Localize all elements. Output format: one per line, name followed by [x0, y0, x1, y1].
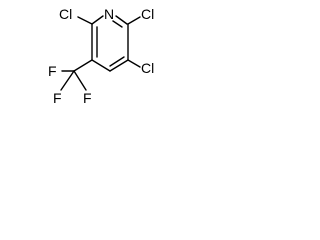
bond-n1-c6	[91, 15, 104, 25]
bond-cf3-f-lower-right	[73, 70, 87, 91]
bond-c2-cl	[127, 16, 141, 25]
molecule-svg: N Cl Cl Cl F F F	[48, 6, 154, 106]
double-bond-c4-c3	[109, 56, 125, 67]
atom-label-n: N	[104, 6, 114, 22]
bond-c2-n1	[115, 15, 128, 25]
atom-label-f-lower-left: F	[53, 90, 62, 106]
structure-diagram: N Cl Cl Cl F F F	[0, 0, 190, 131]
atom-label-cl-top-right: Cl	[141, 6, 154, 22]
bond-c6-cl	[77, 16, 93, 25]
atom-label-cl-right: Cl	[141, 60, 154, 76]
atom-label-cl-top-left: Cl	[59, 6, 72, 22]
bond-c4-c3	[109, 59, 129, 72]
bond-cf3-f-lower-left	[60, 70, 75, 91]
bond-c3-cl	[127, 59, 141, 68]
bond-c5-cf3	[73, 59, 93, 72]
atom-label-f-left: F	[48, 63, 57, 79]
bond-c5-c4	[91, 59, 111, 72]
atom-label-f-lower-right: F	[83, 90, 92, 106]
double-bond-c2-n1	[112, 20, 123, 28]
